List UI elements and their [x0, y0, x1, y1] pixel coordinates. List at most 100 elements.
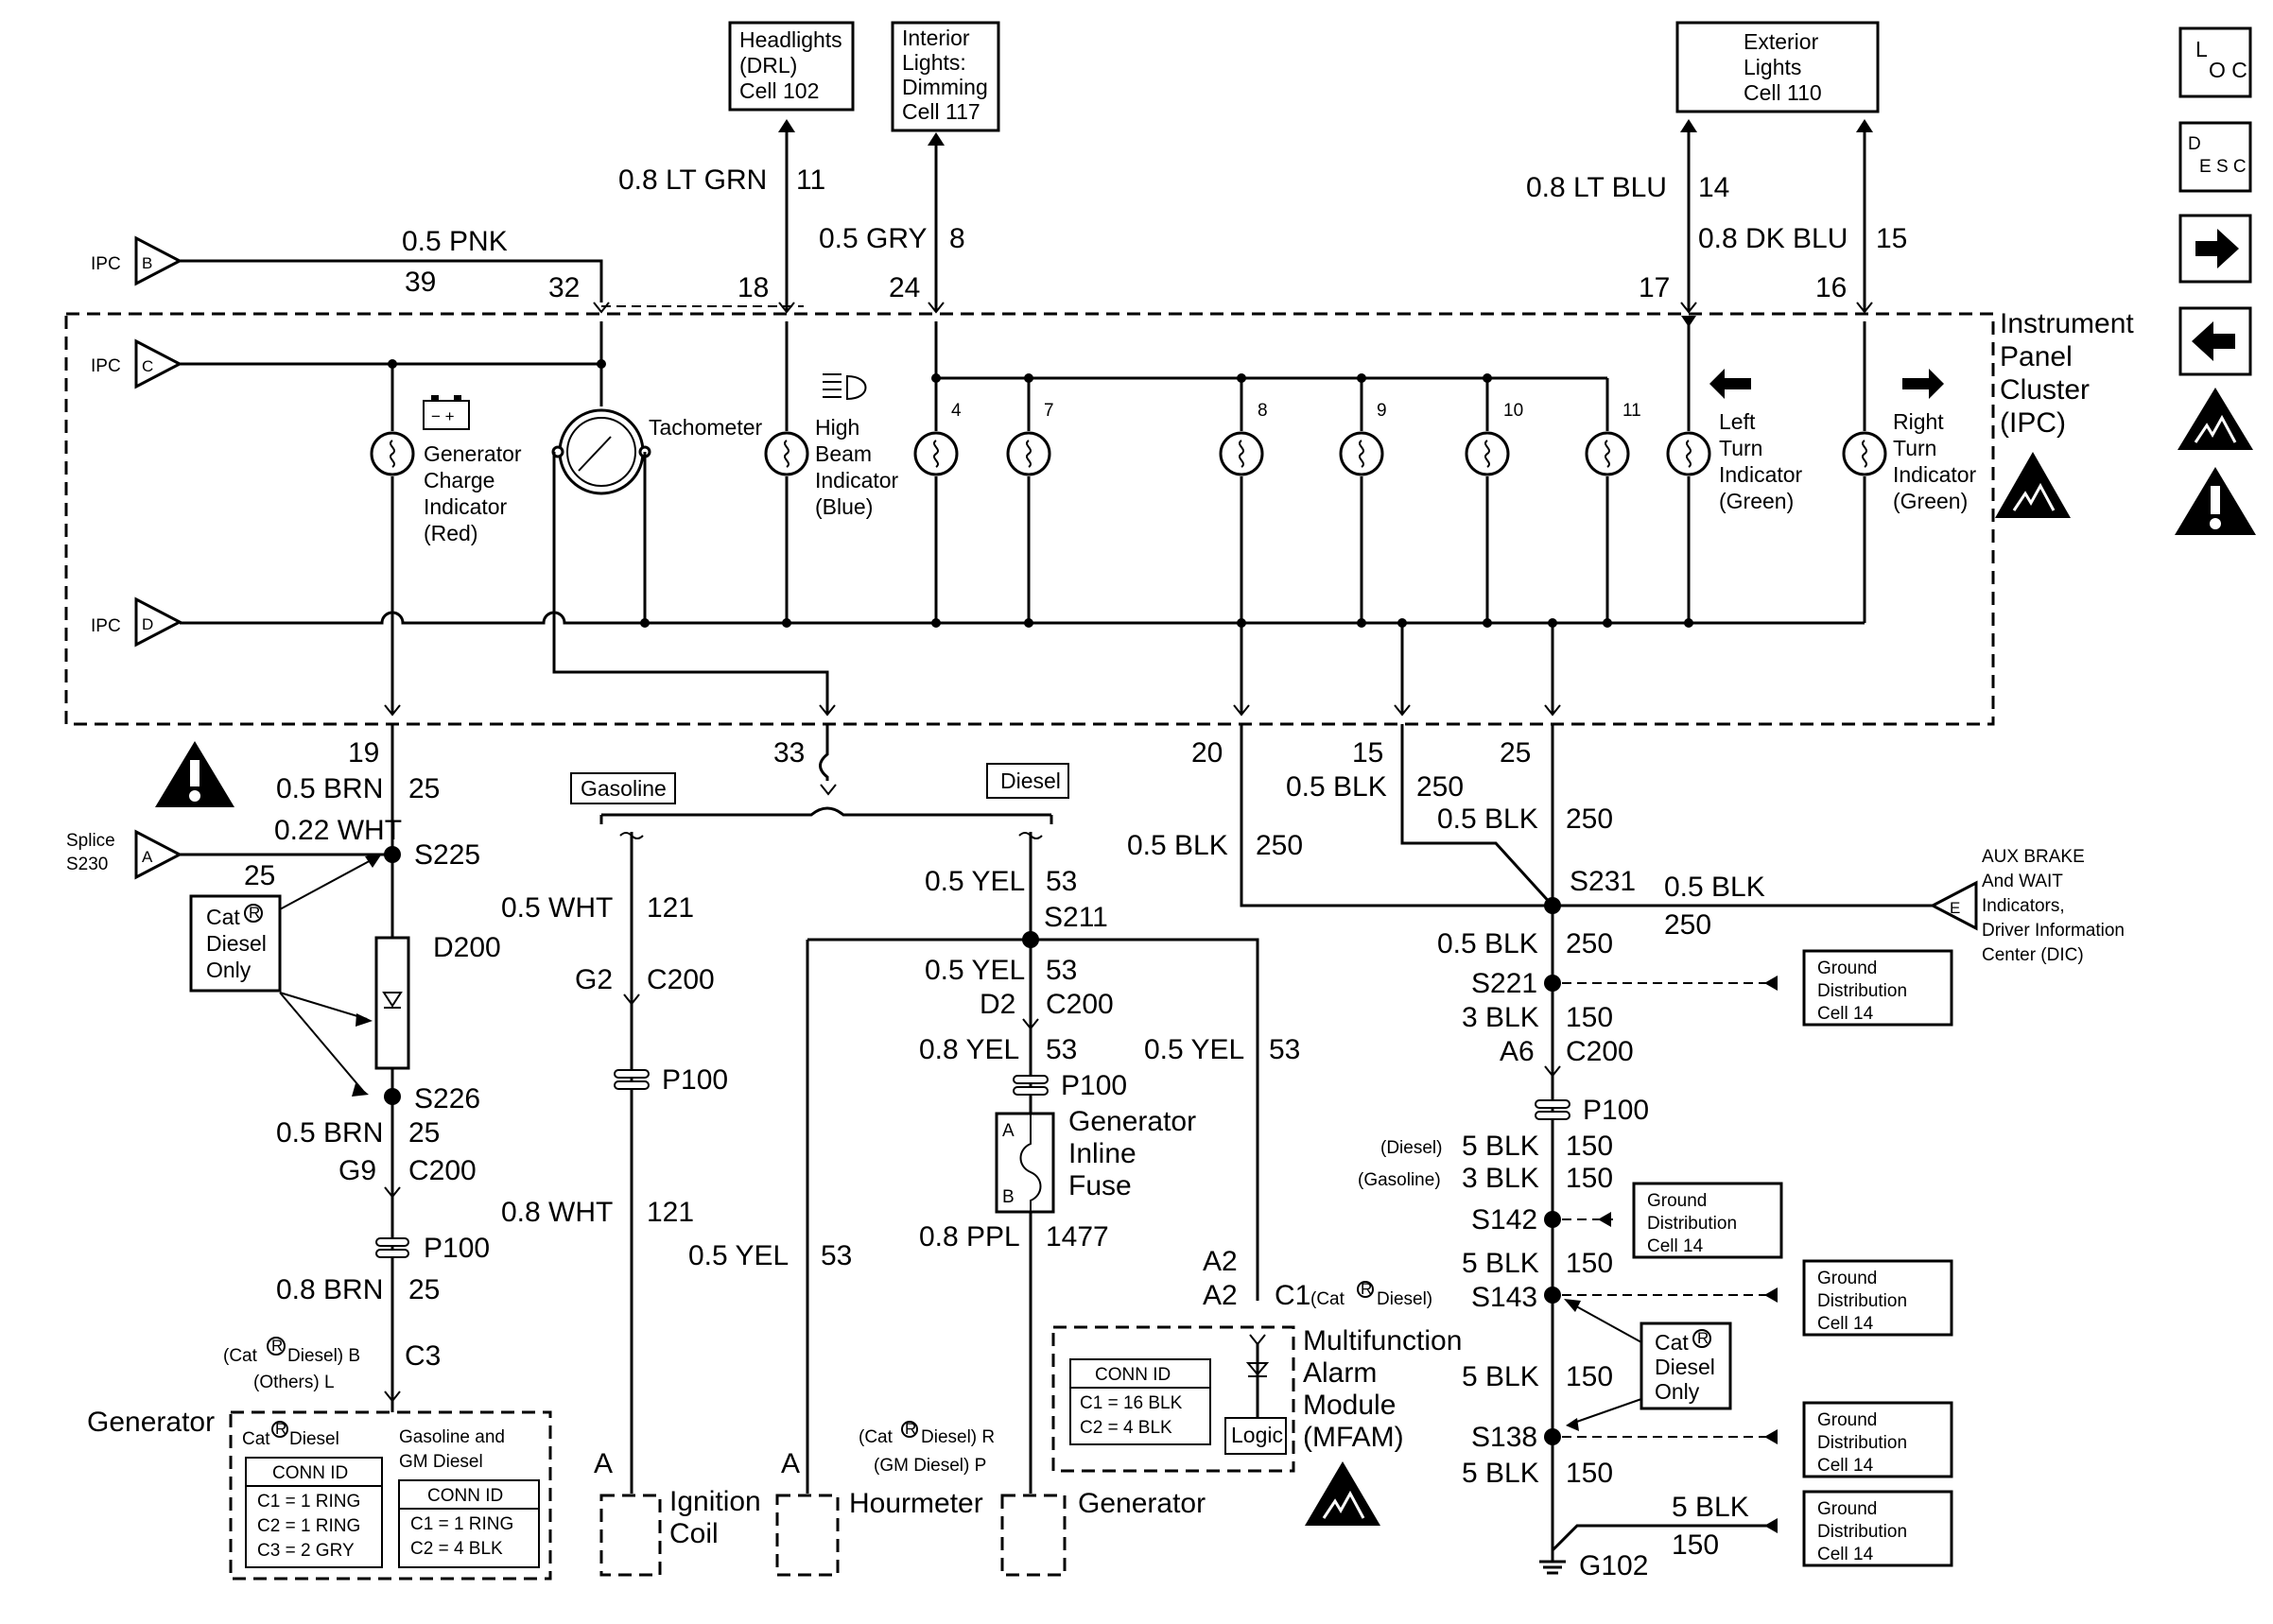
ground-distribution-box[interactable]: Ground Distribution Cell 14 — [1632, 1182, 1783, 1259]
wire-brn3-label: 0.8 BRN — [276, 1274, 383, 1305]
pin-24: 24 — [889, 272, 920, 303]
wire-blk5d-circuit: 150 — [1672, 1529, 1719, 1561]
fuse-label-1: Generator — [1068, 1106, 1196, 1137]
wire-yel5-circuit: 53 — [821, 1240, 852, 1271]
svg-text:− +: − + — [431, 407, 455, 425]
diesel-note: (Diesel) — [1380, 1138, 1442, 1158]
splice-s211: S211 — [1044, 902, 1108, 933]
diode-d200 — [374, 936, 410, 1070]
svg-text:IPC: IPC — [91, 616, 121, 636]
wire-yel5-label: 0.5 YEL — [688, 1240, 789, 1271]
svg-text:Distribution: Distribution — [1647, 1214, 1737, 1234]
svg-text:Cell 14: Cell 14 — [1817, 1545, 1874, 1564]
svg-text:Cell 14: Cell 14 — [1647, 1236, 1704, 1256]
wire-blk15-label: 0.5 BLK — [1286, 771, 1387, 803]
headlights-box[interactable]: Headlights (DRL) Cell 102 — [728, 21, 855, 112]
diode-d200-label: D200 — [433, 932, 501, 963]
wire-brn2-circuit: 25 — [408, 1117, 440, 1149]
svg-text:Ground: Ground — [1817, 959, 1877, 978]
svg-text:C1 = 16 BLK: C1 = 16 BLK — [1080, 1393, 1183, 1413]
svg-text:Center (DIC): Center (DIC) — [1982, 945, 2084, 965]
fuse-label-3: Fuse — [1068, 1170, 1132, 1201]
caution-icon — [2175, 467, 2256, 535]
high-beam-lamp — [764, 431, 809, 476]
generator-charge-label: Generator Charge Indicator (Red) — [424, 441, 522, 545]
svg-text:Cluster: Cluster — [2000, 374, 2090, 406]
svg-text:C3 = 2 GRY: C3 = 2 GRY — [257, 1541, 355, 1561]
splice-s225-label: S225 — [414, 839, 480, 871]
svg-text:(GM Diesel) P: (GM Diesel) P — [874, 1456, 986, 1476]
loc-oc: O C — [2209, 58, 2247, 82]
right-turn-arrow-icon — [1902, 369, 1944, 399]
connector-c200d: C200 — [1566, 1036, 1634, 1067]
prev-arrow-icon[interactable] — [2178, 306, 2252, 376]
wire-blk3-circuit: 150 — [1566, 1002, 1613, 1033]
desc-esc: E S C — [2199, 157, 2247, 177]
pin-15: 15 — [1352, 737, 1383, 769]
loc-icon[interactable]: L O C — [2178, 26, 2252, 98]
svg-text:Distribution: Distribution — [1817, 981, 1907, 1001]
tachometer-label: Tachometer — [649, 415, 763, 440]
svg-text:Cell 14: Cell 14 — [1817, 1456, 1874, 1476]
wire-ppl-circuit: 1477 — [1046, 1221, 1109, 1253]
wire-blk25-label: 0.5 BLK — [1437, 803, 1538, 835]
svg-text:Diesel) B: Diesel) B — [287, 1346, 360, 1366]
wire-pnk-label: 0.5 PNK — [402, 226, 508, 257]
wire-ltgrn-circuit: 11 — [796, 164, 825, 196]
generator-inline-fuse: A B — [995, 1112, 1055, 1214]
wire-gas-label: 3 BLK — [1462, 1163, 1539, 1194]
svg-text:Left: Left — [1719, 409, 1756, 434]
connector-d2: D2 — [980, 989, 1015, 1020]
ground-distribution-box[interactable]: Ground Distribution Cell 14 — [1802, 949, 1953, 1027]
exterior-lights-box[interactable]: Exterior Lights Cell 110 — [1675, 21, 1880, 113]
p100-connector — [375, 1237, 409, 1258]
splice-s142 — [1544, 1211, 1561, 1228]
wire-yel4-label: 0.5 YEL — [1144, 1034, 1244, 1065]
svg-text:Distribution: Distribution — [1817, 1291, 1907, 1311]
ground-distribution-box[interactable]: Ground Distribution Cell 14 — [1802, 1490, 1953, 1567]
hourmeter-pin-a: A — [781, 1448, 800, 1479]
svg-text:Only: Only — [1655, 1379, 1700, 1404]
svg-text:Instrument: Instrument — [2000, 308, 2134, 339]
generator-charge-lamp — [370, 431, 415, 476]
p100-label: P100 — [424, 1233, 490, 1264]
connector-g9: G9 — [338, 1155, 376, 1186]
esd-icon — [2178, 388, 2253, 450]
wire-diesel-circuit: 150 — [1566, 1131, 1613, 1162]
wire-blk-s221-label: 0.5 BLK — [1437, 928, 1538, 959]
ground-distribution-box[interactable]: Ground Distribution Cell 14 — [1802, 1401, 1953, 1478]
ground-g102-label: G102 — [1579, 1550, 1648, 1581]
svg-text:Indicator: Indicator — [1893, 462, 1977, 487]
svg-text:A: A — [142, 848, 153, 866]
svg-text:Splice: Splice — [66, 831, 115, 851]
connector-c200c: C200 — [1046, 989, 1114, 1020]
wire-yel1-label: 0.5 YEL — [925, 866, 1025, 897]
svg-text:R: R — [275, 1420, 286, 1438]
pin-19: 19 — [348, 737, 379, 769]
wire-yel4-circuit: 53 — [1269, 1034, 1300, 1065]
generator-d-label: Generator — [1078, 1488, 1206, 1519]
generator-component — [229, 1410, 552, 1581]
generator-terminal-labels: (Cat R Diesel) B (Others) L C3 — [223, 1337, 441, 1392]
wire-blk-s221-circuit: 250 — [1566, 928, 1613, 959]
svg-text:Right: Right — [1893, 409, 1944, 434]
desc-icon[interactable]: D E S C — [2178, 121, 2252, 193]
svg-text:And WAIT: And WAIT — [1982, 872, 2063, 891]
connector-g2: G2 — [575, 964, 613, 995]
interior-lights-box[interactable]: Interior Lights: Dimming Cell 117 — [891, 21, 1000, 132]
mfam-pin-a2b: A2 — [1203, 1280, 1238, 1311]
svg-text:Cell 14: Cell 14 — [1817, 1314, 1874, 1334]
wire-yel3-circuit: 53 — [1046, 1034, 1077, 1065]
wire-blk5c-circuit: 150 — [1566, 1458, 1613, 1489]
next-arrow-icon[interactable] — [2178, 214, 2252, 284]
wire-blk5c-label: 5 BLK — [1462, 1458, 1539, 1489]
pin-18: 18 — [737, 272, 769, 303]
mfam-c1-note: (Cat R Diesel) — [1310, 1280, 1432, 1309]
esd-icon — [1995, 452, 2071, 518]
svg-text:(Blue): (Blue) — [815, 494, 873, 519]
wire-dkblu-circuit: 15 — [1876, 223, 1907, 254]
ground-distribution-box[interactable]: Ground Distribution Cell 14 — [1802, 1259, 1953, 1337]
svg-text:Interior: Interior — [902, 26, 970, 50]
svg-text:AUX BRAKE: AUX BRAKE — [1982, 847, 2085, 867]
svg-text:(DRL): (DRL) — [739, 53, 797, 78]
